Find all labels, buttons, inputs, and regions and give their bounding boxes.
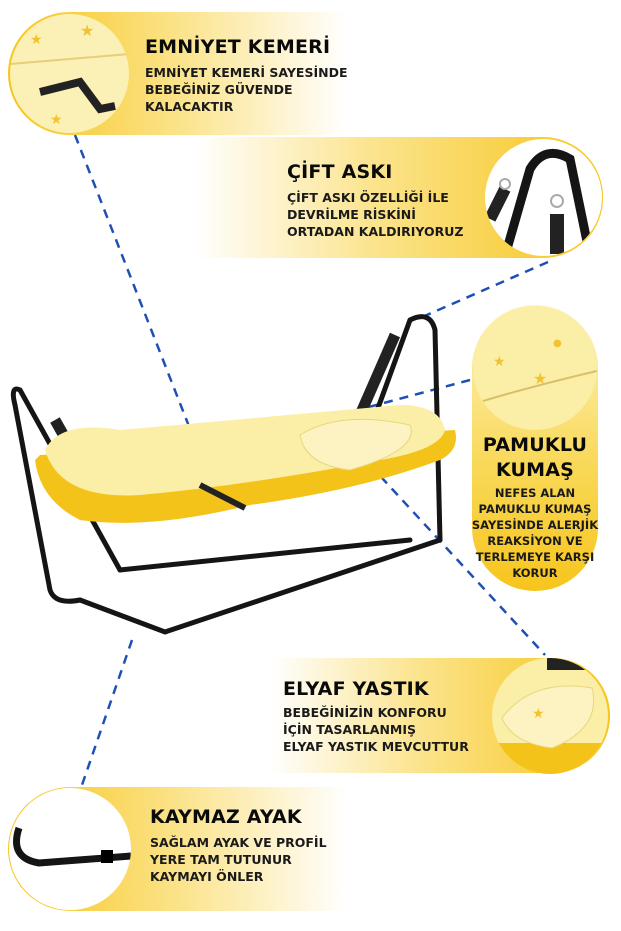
description-line: ELYAF YASTIK MEVCUTTUR [283,739,469,754]
feature-seat-belt: ★ ★ ★ EMNİYET KEMERİ EMNİYET KEMERİ SAYESİ… [8,12,348,135]
description-line: ÇİFT ASKI ÖZELLİĞİ İLE [287,190,449,205]
feature-title: EMNİYET KEMERİ [145,36,331,58]
seat-belt-image: ★ ★ ★ [10,14,129,133]
connector-feet [80,639,134,786]
description-line: BEBEĞİNİZ GÜVENDE [145,82,293,97]
svg-text:★: ★ [493,354,506,370]
description-line: SAĞLAM AYAK VE PROFİL [150,835,327,850]
feature-title: ELYAF YASTIK [283,678,429,700]
feature-description: BEBEĞİNİZİN KONFORU İÇİN TASARLANMIŞ ELY… [283,704,469,755]
connector-double-hanger [419,260,549,320]
svg-text:★: ★ [30,32,43,48]
description-line: KALACAKTIR [145,99,234,114]
baby-hammock-image [10,314,456,635]
description-line: KORUR [512,566,558,580]
description-line: NEFES ALAN [494,486,576,500]
description-line: ORTADAN KALDIRIYORUZ [287,224,464,239]
svg-text:●: ● [553,338,562,349]
description-line: İÇİN TASARLANMIŞ [283,722,417,737]
title-line: PAMUKLU [482,434,588,456]
feature-fiber-pillow: ELYAF YASTIK BEBEĞİNİZİN KONFORU İÇİN TA… [270,658,610,774]
svg-text:★: ★ [80,21,94,40]
description-line: PAMUKLU KUMAŞ [478,502,592,516]
double-hanger-image [485,139,602,256]
non-slip-feet-image [9,788,131,910]
description-line: REAKSİYON VE [487,534,583,548]
feature-description: NEFES ALAN PAMUKLU KUMAŞ SAYESİNDE ALERJ… [467,485,603,581]
cotton-fabric-image: ★ ★ ● [473,306,597,430]
feature-title: ÇİFT ASKI [287,161,393,183]
feature-double-hanger: ÇİFT ASKI ÇİFT ASKI ÖZELLİĞİ İLE DEVRİLM… [195,137,603,258]
description-line: BEBEĞİNİZİN KONFORU [283,705,447,720]
description-line: TERLEMEYE KARŞI [475,550,595,564]
title-line: KUMAŞ [495,459,575,481]
feature-description: ÇİFT ASKI ÖZELLİĞİ İLE DEVRİLME RİSKİNİ … [287,189,463,240]
feature-description: EMNİYET KEMERİ SAYESİNDE BEBEĞİNİZ GÜVEN… [145,64,348,115]
feature-non-slip-feet: KAYMAZ AYAK SAĞLAM AYAK VE PROFİL YERE T… [8,787,348,911]
feature-description: SAĞLAM AYAK VE PROFİL YERE TAM TUTUNUR K… [150,834,327,885]
fiber-pillow-image: ★ [492,658,608,774]
description-line: YERE TAM TUTUNUR [150,852,292,867]
description-line: EMNİYET KEMERİ SAYESİNDE [145,65,348,80]
description-line: DEVRİLME RİSKİNİ [287,207,416,222]
feature-title: PAMUKLU KUMAŞ [472,433,598,483]
connector-pillow [369,464,546,656]
description-line: SAYESİNDE ALERJİK [471,518,599,532]
svg-text:★: ★ [532,706,545,722]
description-line: KAYMAYI ÖNLER [150,869,264,884]
feature-cotton-fabric: ★ ★ ● PAMUKLU KUMAŞ NEFES ALAN PAMUKLU KUM… [472,305,598,591]
connector-seatbelt [73,134,212,481]
svg-text:★: ★ [533,369,547,388]
svg-text:★: ★ [50,112,63,128]
feature-title: KAYMAZ AYAK [150,806,302,828]
